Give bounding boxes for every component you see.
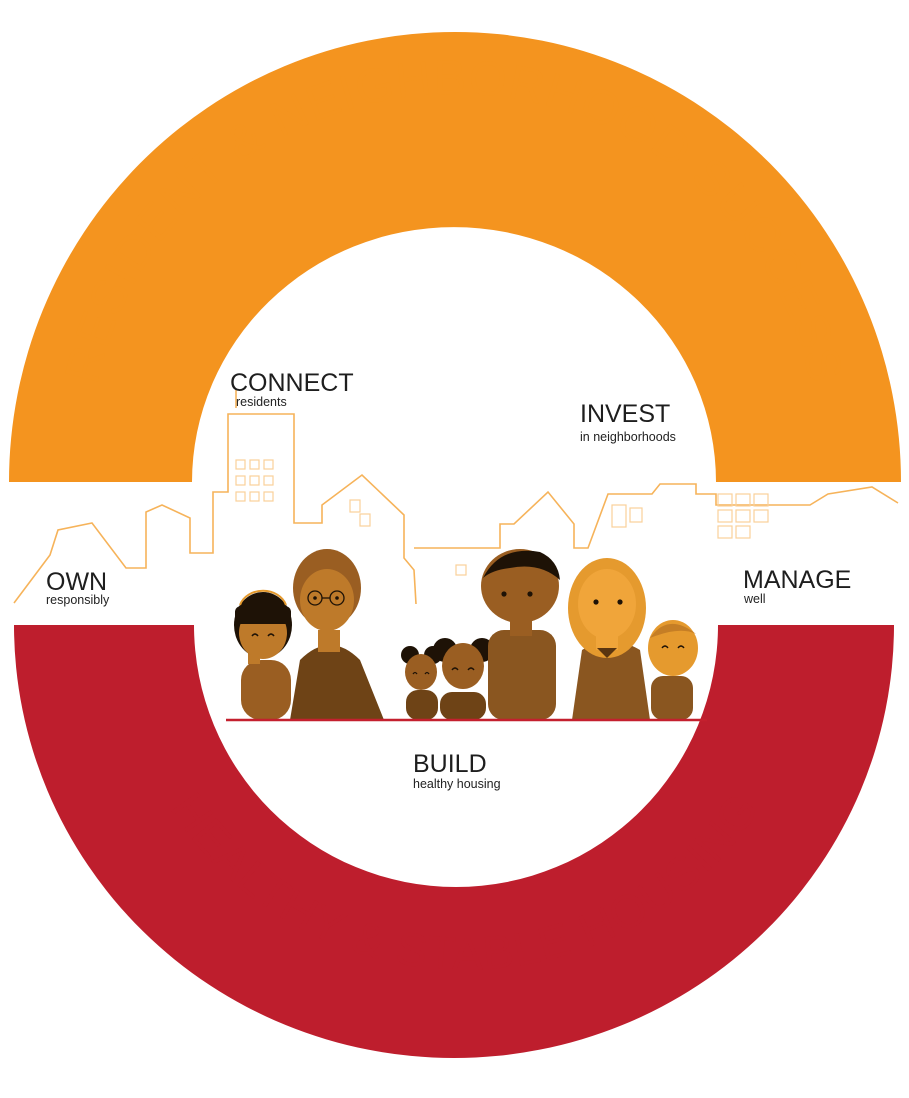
label-manage-title: MANAGE [743, 566, 851, 594]
figure-middle-child [433, 638, 494, 720]
label-build-title: BUILD [413, 750, 487, 778]
label-connect: CONNECT residents [230, 369, 354, 409]
bottom-arc-band [14, 625, 894, 1058]
label-invest-sub: in neighborhoods [580, 430, 676, 444]
skyline-outline [13, 390, 899, 605]
figure-boy [648, 620, 698, 720]
label-invest-title: INVEST [580, 400, 670, 428]
top-arc-band [9, 32, 901, 482]
figure-girl-bangs [234, 589, 292, 720]
label-build-sub: healthy housing [413, 777, 501, 791]
label-connect-title: CONNECT [230, 369, 354, 397]
label-connect-sub: residents [236, 395, 287, 409]
label-manage: MANAGE well [743, 566, 851, 606]
label-own: OWN responsibly [46, 568, 110, 607]
label-manage-sub: well [743, 592, 766, 606]
label-own-sub: responsibly [46, 593, 110, 607]
figure-father [481, 549, 560, 720]
figure-mother [568, 558, 650, 720]
family-figures [234, 549, 698, 720]
label-invest: INVEST in neighborhoods [580, 400, 676, 444]
figure-grandmother [290, 549, 384, 720]
building-windows [235, 459, 769, 576]
label-build: BUILD healthy housing [413, 750, 501, 791]
label-own-title: OWN [46, 568, 107, 596]
